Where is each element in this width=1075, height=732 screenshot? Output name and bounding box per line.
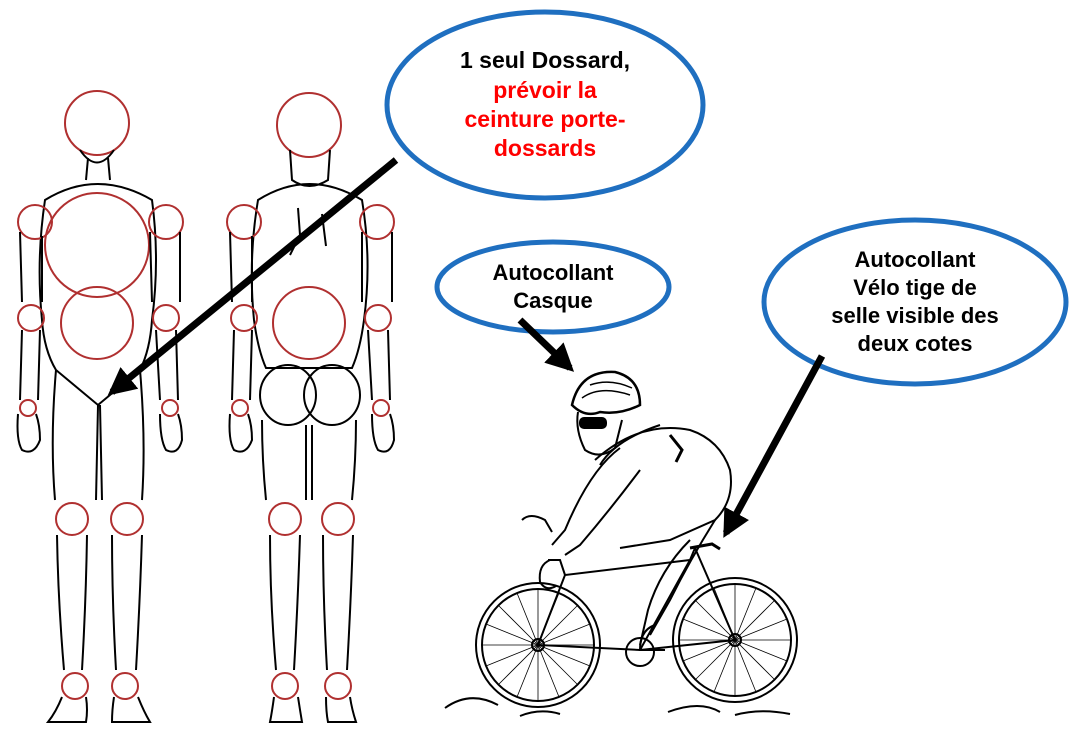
helmet bbox=[572, 372, 640, 414]
callout-velo-line2: Vélo tige de bbox=[853, 274, 976, 302]
back-head bbox=[277, 93, 341, 157]
callout-velo-line3: selle visible des bbox=[831, 302, 999, 330]
bike-frame bbox=[538, 548, 735, 650]
callout-casque: Autocollant Casque bbox=[435, 240, 671, 334]
callout-velo: Autocollant Vélo tige de selle visible d… bbox=[762, 218, 1068, 386]
callout-velo-line1: Autocollant bbox=[855, 246, 976, 274]
front-head bbox=[65, 91, 129, 155]
mannequin-back bbox=[227, 93, 394, 722]
front-chest bbox=[45, 193, 149, 297]
callout-velo-line4: deux cotes bbox=[858, 330, 973, 358]
callout-dossard-line1: 1 seul Dossard, bbox=[460, 46, 630, 75]
callout-dossard-line4: dossards bbox=[494, 134, 596, 163]
mannequin-front bbox=[18, 91, 184, 722]
callout-dossard-line3: ceinture porte- bbox=[464, 105, 625, 134]
callout-casque-line2: Casque bbox=[513, 287, 592, 315]
back-chest bbox=[273, 287, 345, 359]
cyclist-on-bike bbox=[445, 372, 797, 716]
front-shoulder-left bbox=[18, 205, 52, 239]
arrow-dossard bbox=[112, 160, 396, 392]
callout-dossard-line2: prévoir la bbox=[493, 76, 597, 105]
callout-casque-line1: Autocollant bbox=[493, 259, 614, 287]
callout-dossard: 1 seul Dossard, prévoir la ceinture port… bbox=[385, 10, 705, 200]
